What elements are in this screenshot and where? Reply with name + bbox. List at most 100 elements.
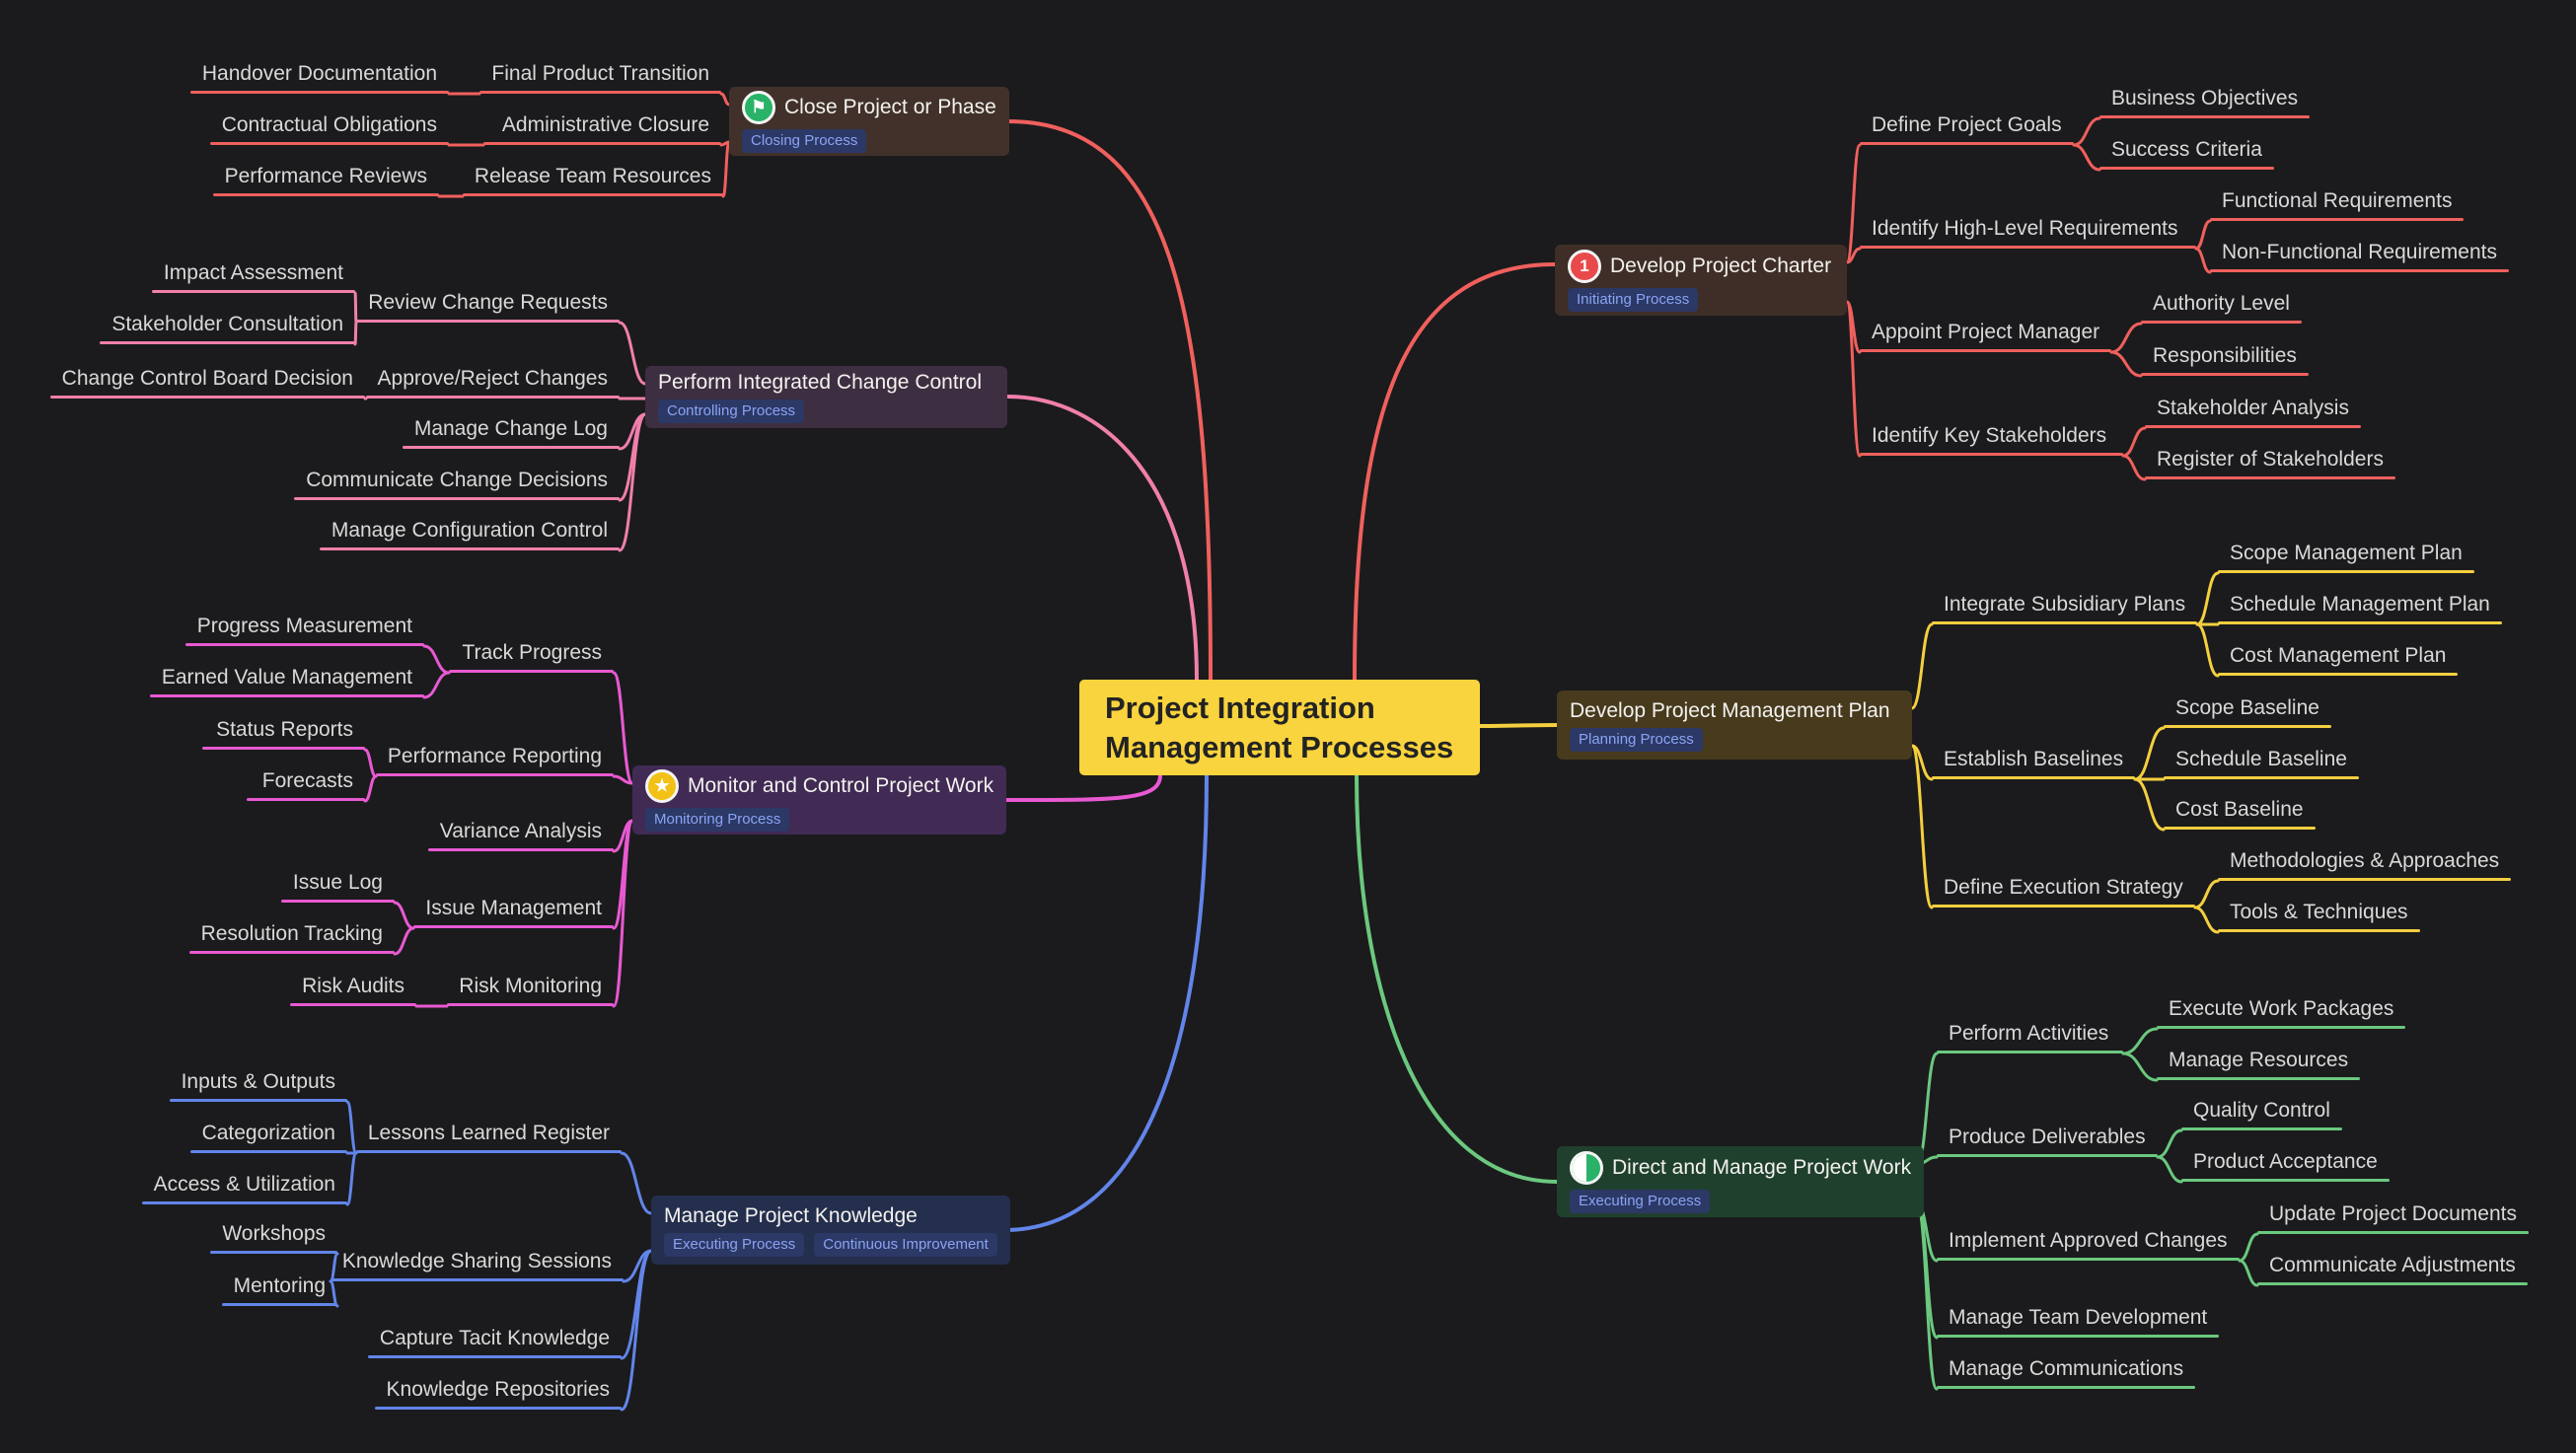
leaf-label[interactable]: Mentoring — [233, 1274, 326, 1297]
subtopic-label[interactable]: Manage Communications — [1949, 1357, 2184, 1380]
leaf-label[interactable]: Scope Management Plan — [2230, 542, 2463, 564]
subtopic-label[interactable]: Manage Team Development — [1949, 1306, 2208, 1329]
subtopic-label[interactable]: Manage Configuration Control — [331, 519, 608, 542]
subtopic-label[interactable]: Capture Tacit Knowledge — [379, 1327, 610, 1349]
node-underline — [2210, 269, 2509, 272]
leaf-label[interactable]: Stakeholder Analysis — [2157, 397, 2349, 419]
leaf-label[interactable]: Resolution Tracking — [200, 922, 383, 945]
leaf-label[interactable]: Access & Utilization — [153, 1173, 335, 1196]
subtopic-label[interactable]: Identify Key Stakeholders — [1872, 424, 2107, 447]
node-underline — [1860, 246, 2196, 249]
leaf-label[interactable]: Authority Level — [2153, 292, 2290, 315]
link-path — [612, 819, 634, 1008]
leaf-label[interactable]: Functional Requirements — [2222, 189, 2453, 212]
branch-node-label: Perform Integrated Change Control — [658, 371, 983, 394]
subtopic-label[interactable]: Establish Baselines — [1944, 748, 2124, 770]
subtopic-label[interactable]: Identify High-Level Requirements — [1872, 217, 2178, 240]
root-node[interactable]: Project Integration Management Processes — [1079, 680, 1480, 775]
node-underline — [190, 91, 449, 94]
leaf-label[interactable]: Schedule Baseline — [2175, 748, 2347, 770]
subtopic-label[interactable]: Communicate Change Decisions — [306, 469, 608, 491]
leaf-label[interactable]: Status Reports — [216, 718, 353, 741]
leaf-label[interactable]: Performance Reviews — [224, 165, 427, 187]
link-path — [2109, 322, 2143, 354]
subtopic-label[interactable]: Review Change Requests — [368, 291, 608, 314]
leaf-label[interactable]: Business Objectives — [2111, 87, 2299, 109]
link-path — [1005, 395, 1199, 682]
node-underline — [190, 1150, 347, 1153]
link-path — [363, 748, 378, 778]
leaf-label[interactable]: Progress Measurement — [196, 615, 412, 637]
leaf-label[interactable]: Change Control Board Decision — [61, 367, 353, 390]
leaf-label[interactable]: Stakeholder Consultation — [111, 313, 343, 335]
subtopic-label[interactable]: Variance Analysis — [439, 820, 602, 842]
leaf-label[interactable]: Success Criteria — [2111, 138, 2262, 161]
leaf-label[interactable]: Earned Value Management — [161, 666, 412, 689]
subtopic-label[interactable]: Perform Activities — [1949, 1022, 2109, 1045]
leaf-label[interactable]: Responsibilities — [2153, 344, 2297, 367]
leaf-label[interactable]: Register of Stakeholders — [2157, 448, 2384, 471]
subtopic-label[interactable]: Release Team Resources — [474, 165, 711, 187]
leaf-label[interactable]: Risk Audits — [302, 975, 405, 997]
leaf-label[interactable]: Scope Baseline — [2175, 696, 2319, 719]
badge-row: Initiating Process — [1568, 287, 1834, 312]
leaf-label[interactable]: Categorization — [201, 1122, 335, 1144]
subtopic-label[interactable]: Administrative Closure — [501, 113, 709, 136]
leaf-label[interactable]: Handover Documentation — [201, 62, 437, 85]
process-badge: Closing Process — [742, 128, 867, 153]
leaf-label[interactable]: Cost Baseline — [2175, 798, 2304, 821]
leaf-label[interactable]: Non-Functional Requirements — [2222, 241, 2497, 263]
subtopic-label[interactable]: Define Project Goals — [1872, 113, 2062, 136]
leaf-label[interactable]: Tools & Techniques — [2230, 901, 2408, 923]
leaf-label[interactable]: Workshops — [222, 1222, 326, 1245]
subtopic-label[interactable]: Define Execution Strategy — [1944, 876, 2183, 899]
leaf-label[interactable]: Issue Log — [292, 871, 383, 894]
leaf-label[interactable]: Cost Management Plan — [2230, 644, 2447, 667]
link-path — [2072, 143, 2101, 172]
process-badge: Executing Process — [664, 1232, 805, 1257]
subtopic-label[interactable]: Final Product Transition — [491, 62, 709, 85]
subtopic-label[interactable]: Issue Management — [425, 897, 602, 919]
subtopic-label[interactable]: Implement Approved Changes — [1949, 1229, 2228, 1252]
subtopic-label[interactable]: Lessons Learned Register — [367, 1122, 610, 1144]
leaf-label[interactable]: Forecasts — [261, 769, 353, 792]
node-underline — [290, 1003, 416, 1006]
node-underline — [2157, 1026, 2405, 1029]
leaf-label[interactable]: Methodologies & Approaches — [2230, 849, 2500, 872]
process-badge: Controlling Process — [658, 400, 805, 423]
subtopic-label[interactable]: Approve/Reject Changes — [377, 367, 608, 390]
node-underline — [2181, 1179, 2390, 1182]
node-underline — [331, 1278, 624, 1281]
subtopic-label[interactable]: Performance Reporting — [387, 745, 602, 767]
leaf-label[interactable]: Contractual Obligations — [221, 113, 437, 136]
subtopic-label[interactable]: Integrate Subsidiary Plans — [1944, 593, 2186, 616]
subtopic-label[interactable]: Appoint Project Manager — [1872, 321, 2100, 343]
subtopic-label[interactable]: Manage Change Log — [413, 417, 608, 440]
leaf-label[interactable]: Communicate Adjustments — [2269, 1254, 2516, 1276]
leaf-label[interactable]: Manage Resources — [2169, 1049, 2349, 1071]
subtopic-label[interactable]: Risk Monitoring — [459, 975, 602, 997]
leaf-label[interactable]: Execute Work Packages — [2169, 997, 2394, 1020]
leaf-label[interactable]: Product Acceptance — [2193, 1150, 2378, 1173]
leaf-label[interactable]: Update Project Documents — [2269, 1202, 2517, 1225]
subtopic-label[interactable]: Knowledge Sharing Sessions — [341, 1250, 612, 1272]
node-underline — [1937, 1386, 2195, 1389]
node-underline — [2099, 115, 2310, 118]
process-badge: Executing Process — [1570, 1189, 1711, 1213]
leaf-label[interactable]: Schedule Management Plan — [2230, 593, 2490, 616]
leaf-label[interactable]: Impact Assessment — [163, 261, 343, 284]
leaf-label[interactable]: Quality Control — [2193, 1099, 2330, 1122]
link-path — [2121, 1052, 2159, 1082]
subtopic-label[interactable]: Produce Deliverables — [1949, 1126, 2146, 1148]
subtopic-label[interactable]: Knowledge Repositories — [386, 1378, 610, 1401]
leaf-label[interactable]: Inputs & Outputs — [181, 1070, 335, 1093]
link-path — [719, 92, 731, 107]
subtopic-label[interactable]: Track Progress — [462, 641, 602, 664]
